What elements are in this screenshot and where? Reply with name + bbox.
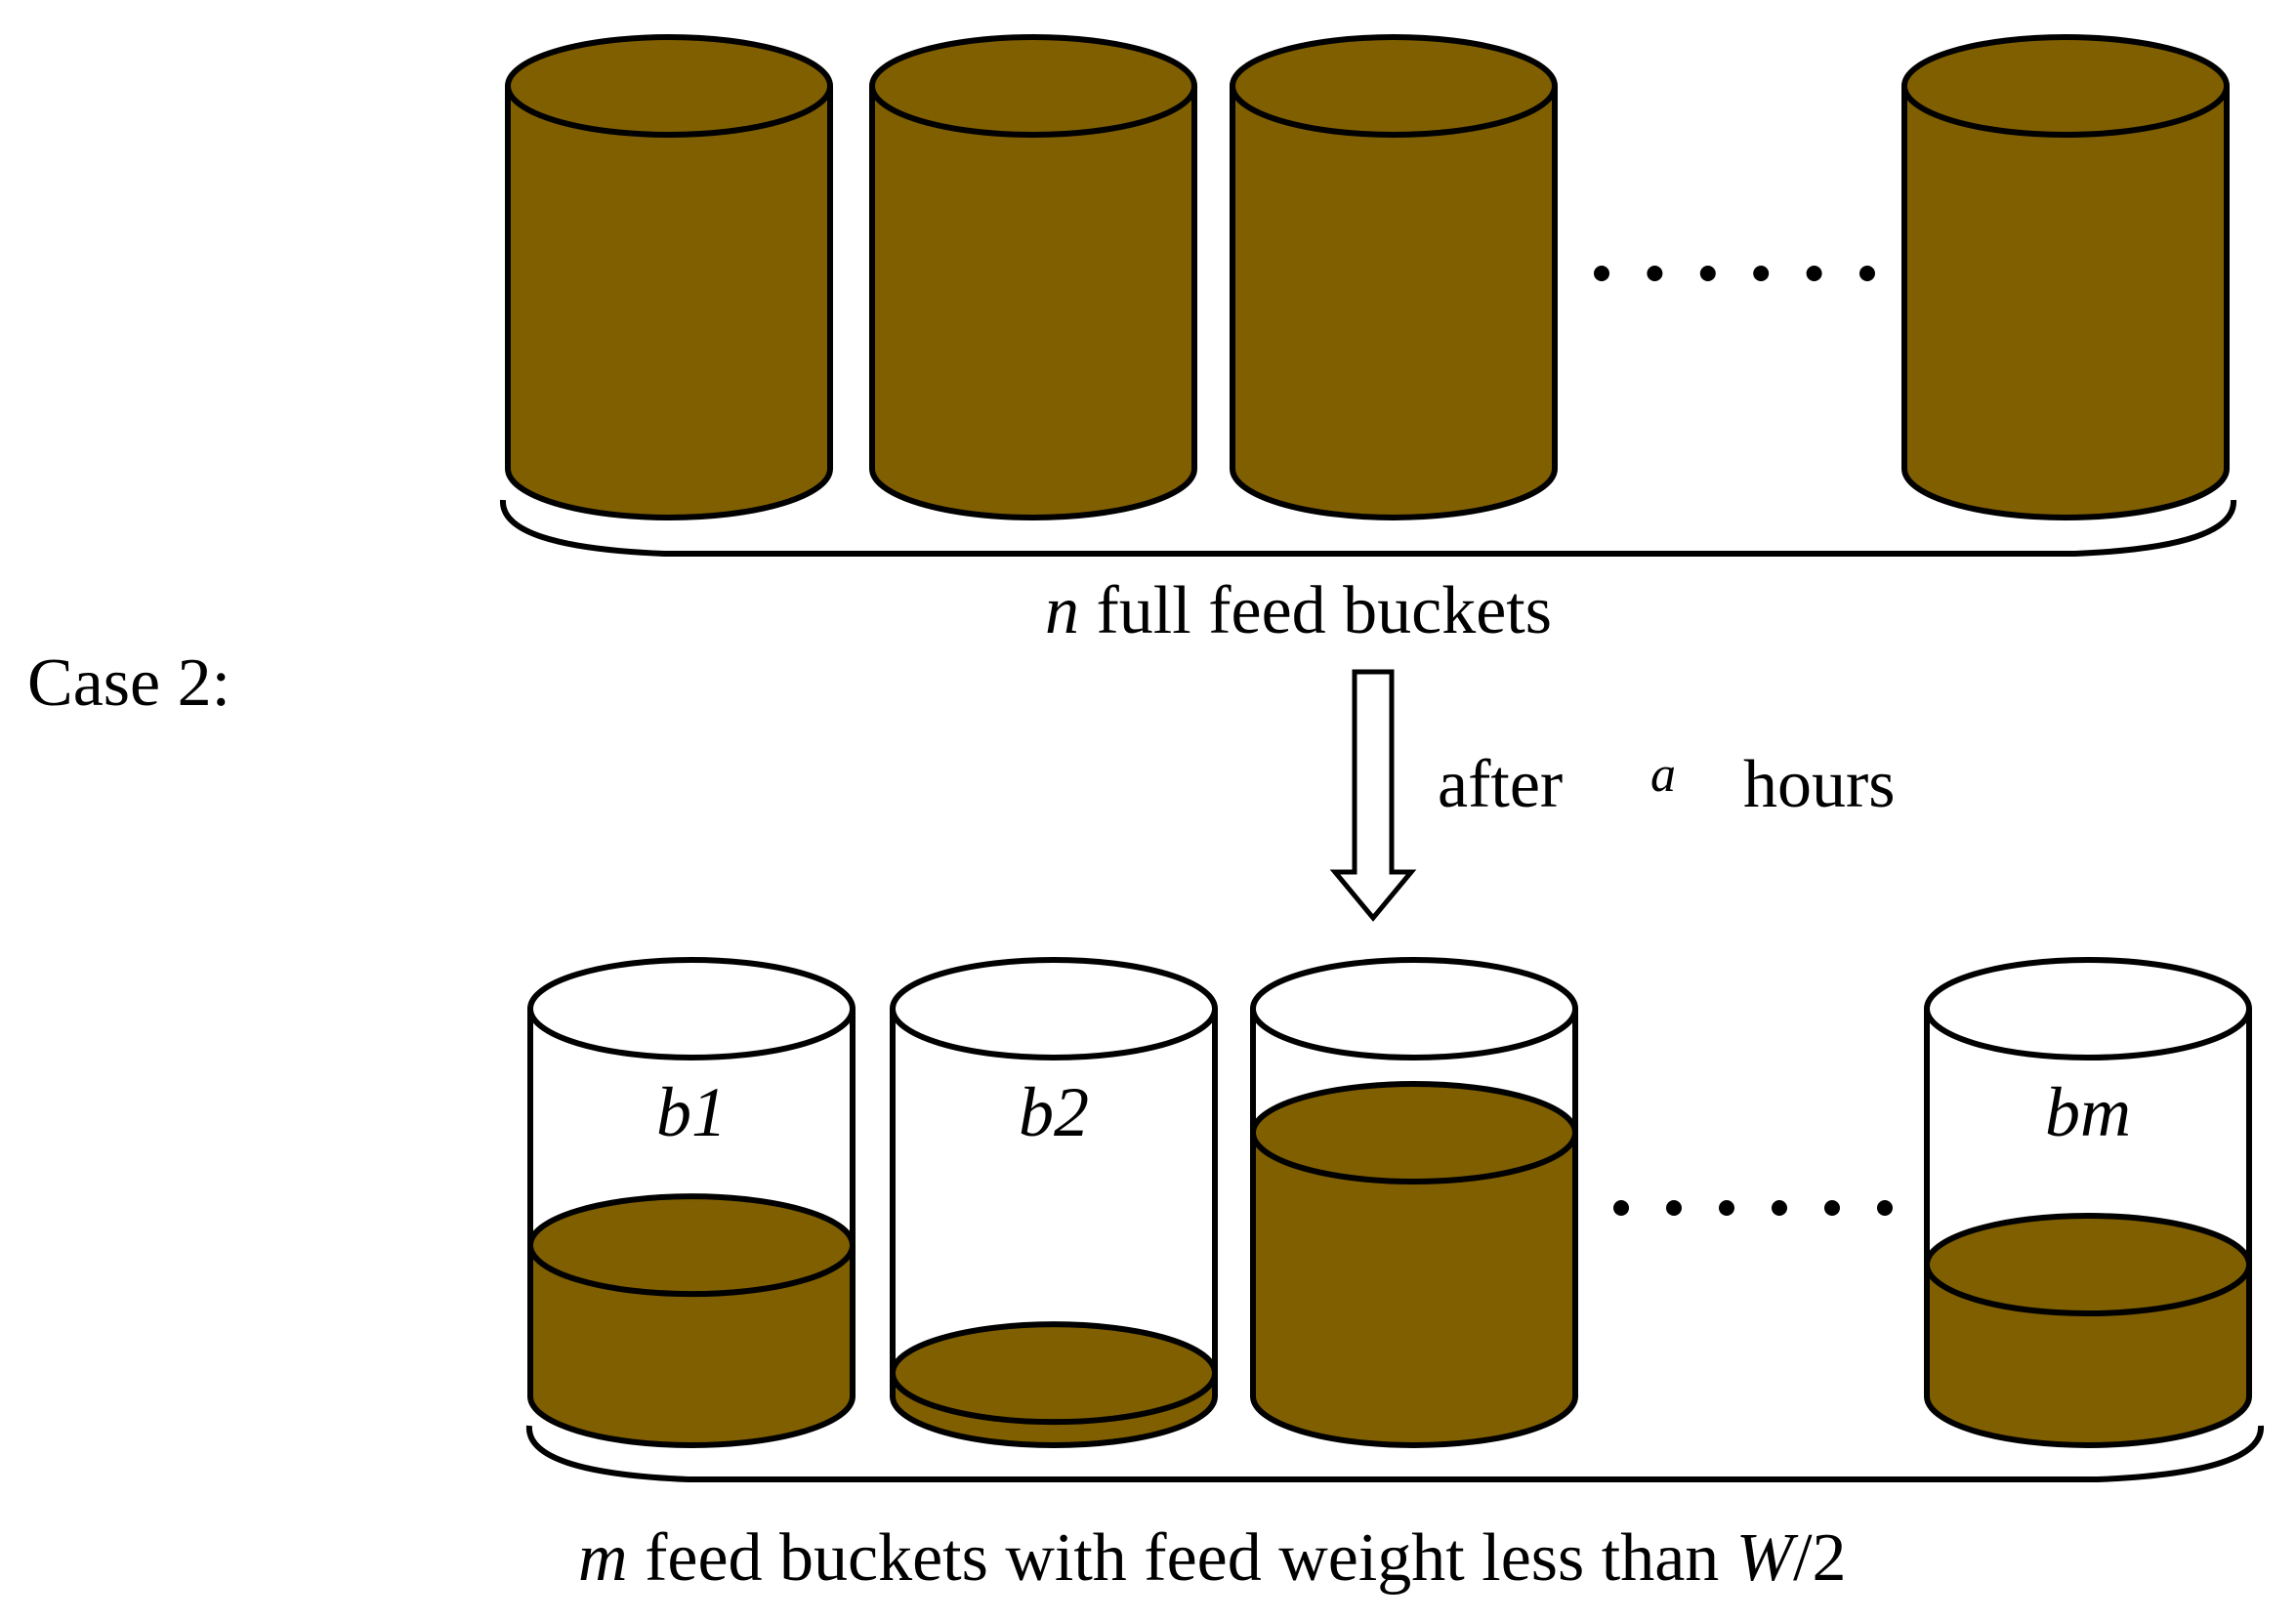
bottom-bucket-3 [1250,957,1578,1448]
feed-fill [872,86,1194,518]
bottom-brace [525,1425,2265,1482]
top-bucket-3 [1230,34,1558,520]
feed-surface [890,1321,1218,1426]
bucket-rim [1901,34,2230,138]
ellipsis-dot [1647,266,1663,281]
ellipsis-dot [1824,1200,1840,1216]
feed-fill [1232,86,1555,518]
top-bucket-1 [505,34,833,520]
bottom-caption-suffix: /2 [1793,1520,1846,1596]
bottom-caption-text: feed buckets with feed weight less than [628,1520,1736,1596]
bucket-label: b2 [1019,1073,1089,1151]
ellipsis-bottom [1613,1200,1893,1216]
ellipsis-dot [1877,1200,1893,1216]
ellipsis-dot [1699,266,1716,281]
bottom-bucket-4: bm [1924,957,2252,1448]
bucket-outline [1901,86,2230,520]
bucket-label: b1 [656,1073,727,1151]
top-bucket-2 [869,34,1197,520]
arrow-label-var: a [1650,747,1676,803]
bottom-caption-var2: W [1736,1520,1799,1596]
bottom-bucket-row: b1 b2 bm [527,957,2252,1448]
feed-fill [1253,1133,1575,1445]
bucket-label: bm [2045,1073,2131,1151]
arrow-label-before: after [1438,747,1563,822]
feed-surface [1924,1213,2252,1317]
bottom-caption: m feed buckets with feed weight less tha… [578,1520,1847,1596]
bucket-rim [869,34,1197,138]
ellipsis-dot [1859,266,1875,281]
bucket-outline [1230,86,1558,520]
bucket-rim [1250,957,1578,1060]
ellipsis-dot [1613,1200,1629,1216]
ellipsis-dot [1594,266,1609,281]
bucket-outline [505,86,833,520]
feed-surface [1250,1081,1578,1185]
bucket-rim [1230,34,1558,138]
ellipsis-top [1594,266,1875,281]
ellipsis-dot [1753,266,1770,281]
bucket-outline [527,1009,856,1448]
down-arrow [1329,669,1417,922]
bucket-outline [890,1009,1218,1448]
bucket-outline [1924,1009,2252,1448]
feed-fill [530,1245,853,1445]
ellipsis-dot [1666,1200,1682,1216]
arrow-label-after: hours [1743,747,1896,822]
top-caption-text: full feed buckets [1079,573,1552,648]
bucket-rim [505,34,833,138]
bottom-bucket-2: b2 [890,957,1218,1448]
feed-surface [527,1193,856,1298]
top-bucket-4 [1901,34,2230,520]
case-label: Case 2: [27,645,230,721]
bucket-rim [890,957,1218,1060]
ellipsis-dot [1772,1200,1787,1216]
bucket-outline [1250,1009,1578,1448]
bottom-caption-var: m [578,1520,628,1596]
bucket-rim [527,957,856,1060]
top-brace [499,499,2237,557]
top-bucket-row [505,34,2230,520]
bucket-outline [869,86,1197,520]
ellipsis-dot [1719,1200,1734,1216]
feed-fill [1904,86,2227,518]
top-caption-var: n [1045,573,1079,648]
bucket-rim [1924,957,2252,1060]
bottom-bucket-1: b1 [527,957,856,1448]
top-caption: n full feed buckets [1045,573,1552,648]
feed-fill [508,86,830,518]
ellipsis-dot [1806,266,1822,281]
